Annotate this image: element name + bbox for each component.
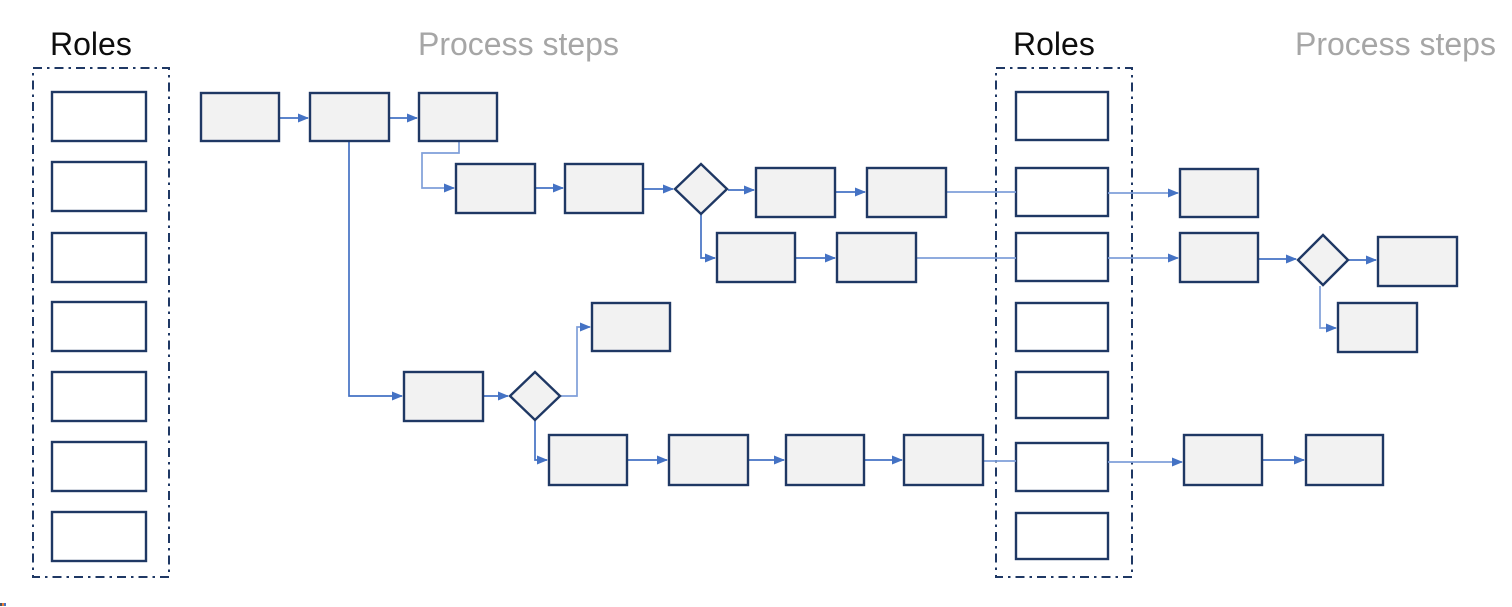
process-step-box [784,433,866,487]
artifact-pixel [4,603,6,606]
process-step-box [1376,235,1459,288]
decision-diamond [673,162,729,216]
role-box [50,370,148,423]
flow-connector [421,141,460,193]
process-step-box [715,231,797,284]
roles-lane-right [995,67,1133,578]
role-box [1014,511,1110,561]
decision-diamond [508,370,562,422]
flow-connector [348,141,403,401]
process-step-box [590,301,672,353]
process-step-box [454,162,537,215]
artifact-pixel [0,603,2,606]
flow-connector [700,215,716,263]
process-step-box [1178,231,1260,284]
role-box [50,160,148,213]
role-box [1014,231,1110,283]
process-step-box [835,231,918,284]
process-step-box [1336,301,1419,354]
role-box [1014,441,1110,493]
artifact-pixel [2,603,4,606]
decision-diamond [1296,233,1350,287]
flow-connector [534,421,548,465]
process-step-box [865,166,948,219]
process-step-box [754,166,837,219]
process-steps-title-left: Process steps [418,26,619,62]
role-box [50,440,148,493]
role-box [50,90,148,143]
role-box [1014,166,1110,218]
process-step-box [547,433,629,487]
process-step-box [667,433,750,487]
roles-title-left: Roles [50,26,132,62]
process-step-box [1178,167,1260,219]
process-step-box [563,162,645,215]
process-step-box [308,91,391,143]
role-box [1014,370,1110,420]
role-box [1014,301,1110,353]
role-box [50,510,148,563]
role-box [50,300,148,353]
process-step-box [902,433,985,487]
process-step-box [1304,433,1385,487]
process-steps-title-right: Process steps [1295,26,1496,62]
role-box [50,231,148,284]
process-step-box [402,370,485,423]
flow-connector [1319,286,1337,333]
flow-connector [561,322,591,397]
process-step-box [1182,433,1264,487]
role-box [1014,90,1110,142]
artifact-dot [0,603,6,606]
process-step-box [417,91,499,143]
roles-lane-left [32,67,170,578]
roles-title-right: Roles [1013,26,1095,62]
process-step-box [199,91,281,143]
